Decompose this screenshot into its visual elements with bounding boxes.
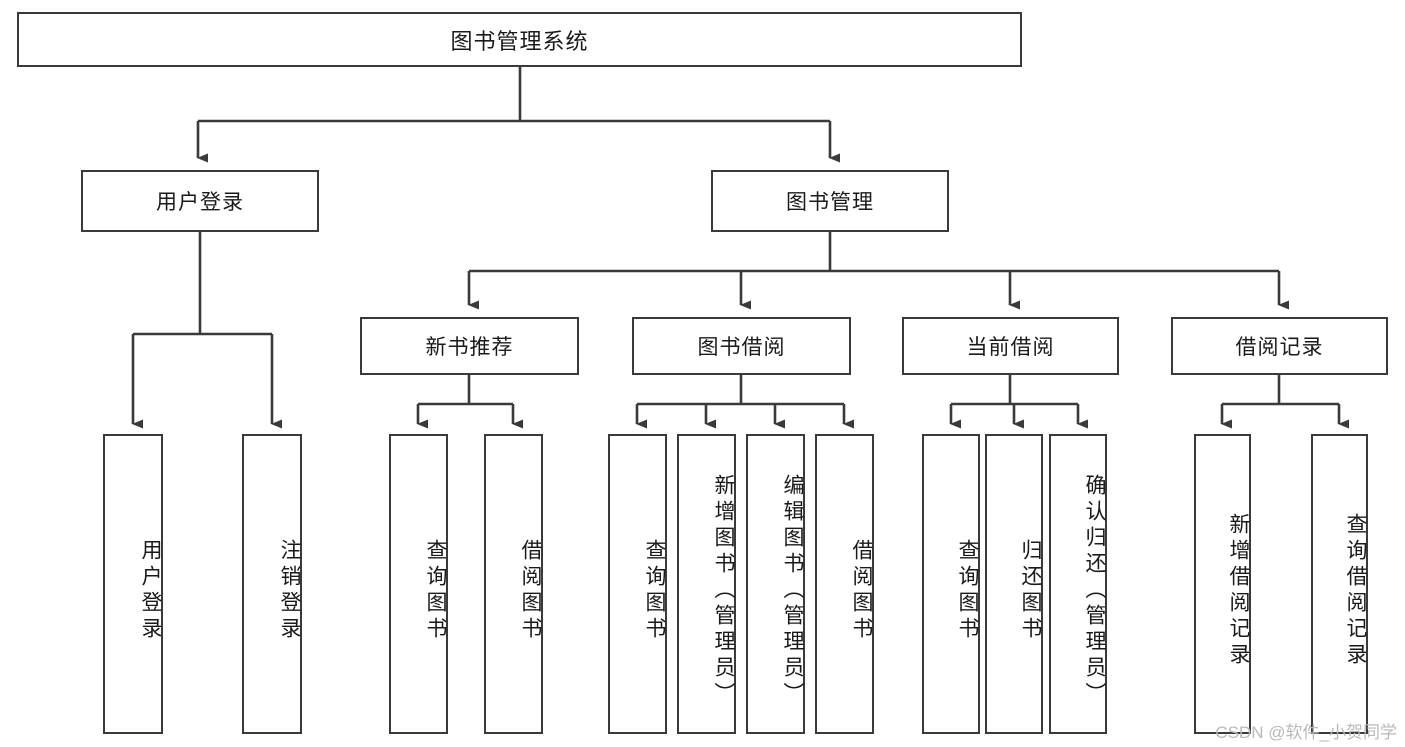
leaf-add-borrow-record[interactable]: 新增借阅记录	[1194, 434, 1251, 734]
leaf-query-borrow-record[interactable]: 查询借阅记录	[1311, 434, 1368, 734]
leaf-user-logout[interactable]: 注销登录	[242, 434, 302, 734]
leaf-borrow-book-recommend[interactable]: 借阅图书	[484, 434, 543, 734]
leaf-query-book-current[interactable]: 查询图书	[922, 434, 980, 734]
leaf-return-book[interactable]: 归还图书	[985, 434, 1043, 734]
node-book-borrow[interactable]: 图书借阅	[632, 317, 851, 375]
leaf-borrow-book[interactable]: 借阅图书	[815, 434, 874, 734]
node-root-system[interactable]: 图书管理系统	[17, 12, 1022, 67]
node-current-borrow[interactable]: 当前借阅	[902, 317, 1119, 375]
watermark-credit: CSDN @软件_小贺同学	[1215, 723, 1397, 742]
leaf-user-login[interactable]: 用户登录	[103, 434, 163, 734]
node-user-login[interactable]: 用户登录	[81, 170, 319, 232]
leaf-query-book-recommend[interactable]: 查询图书	[389, 434, 448, 734]
node-borrow-record[interactable]: 借阅记录	[1171, 317, 1388, 375]
leaf-query-book-borrow[interactable]: 查询图书	[608, 434, 667, 734]
node-new-book-recommend[interactable]: 新书推荐	[360, 317, 579, 375]
leaf-add-book-admin[interactable]: 新增图书（管理员）	[677, 434, 736, 734]
leaf-confirm-return-admin[interactable]: 确认归还（管理员）	[1049, 434, 1107, 734]
leaf-edit-book-admin[interactable]: 编辑图书（管理员）	[746, 434, 805, 734]
node-book-management[interactable]: 图书管理	[711, 170, 949, 232]
